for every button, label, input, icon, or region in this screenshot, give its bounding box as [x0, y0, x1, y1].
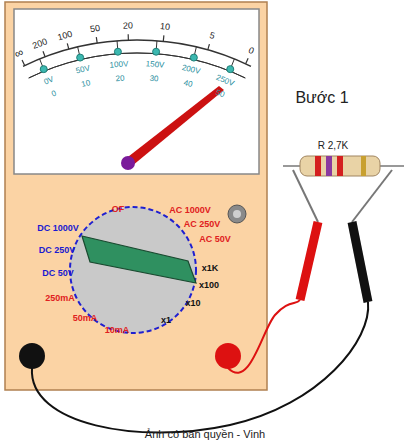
scale-dot [153, 48, 160, 55]
red-wire [228, 300, 300, 373]
black-probe [352, 222, 368, 302]
step-title: Bước 1 [295, 90, 348, 106]
switch-range-label: DC 50V [42, 269, 74, 278]
switch-range-label: x100 [199, 281, 219, 290]
ohm-scale-number: 10 [159, 22, 170, 32]
scale-dot [190, 54, 197, 61]
scale-arcs [22, 34, 251, 78]
meter-needle [124, 86, 224, 166]
com-jack [19, 343, 45, 369]
black-wire [32, 302, 368, 433]
switch-range-label: x1K [202, 264, 219, 273]
scale-tick [43, 51, 45, 57]
watermark: Ảnh có bản quyền - Vinh [145, 429, 265, 440]
scale-number: 20 [115, 74, 124, 83]
scale-dot [114, 48, 121, 55]
switch-range-label: 10mA [105, 326, 130, 335]
scale-dot [77, 54, 84, 61]
resistor-band [326, 156, 332, 176]
scale-tick [163, 35, 165, 41]
scale-tick [208, 44, 210, 50]
resistor-symbol [300, 156, 380, 176]
ohm-scale-number: 50 [89, 24, 100, 34]
scale-dot [227, 66, 234, 73]
scale-tick [67, 43, 69, 49]
switch-range-label: OF [112, 205, 125, 214]
volt-scale-label: 100V [109, 60, 128, 69]
red-probe-tip [293, 170, 318, 222]
adjust-screw [228, 205, 246, 223]
switch-range-label: 50mA [73, 314, 98, 323]
switch-range-label: x1 [161, 316, 171, 325]
scale-dot [40, 66, 47, 73]
switch-range-label: x10 [185, 299, 200, 308]
switch-range-label: DC 1000V [37, 224, 79, 233]
rotary-switch [70, 207, 196, 333]
resistor-band [315, 156, 321, 176]
switch-range-label: AC 250V [184, 220, 221, 229]
switch-range-label: AC 1000V [169, 206, 211, 215]
scale-arc [29, 53, 246, 78]
red-probe [300, 222, 318, 300]
scale-tick [96, 37, 98, 43]
switch-knob [82, 236, 196, 283]
switch-range-label: 250mA [45, 294, 75, 303]
scale-number: 30 [149, 74, 158, 83]
adjust-screw [233, 210, 241, 218]
resistor-band [361, 156, 366, 176]
plus-jack [215, 343, 241, 369]
meter-body [5, 2, 267, 390]
needle-pivot [121, 156, 135, 170]
display-window [14, 9, 259, 174]
resistor-label: R 2,7K [318, 141, 349, 151]
switch-range-label: AC 50V [199, 235, 231, 244]
black-probe-tip [352, 170, 392, 222]
scale-tick [246, 58, 249, 63]
ohm-scale-number: 20 [123, 21, 133, 30]
scale-tick [128, 34, 129, 40]
scale-tick [22, 60, 25, 65]
switch-range-label: DC 250V [39, 246, 76, 255]
volt-scale-label: 150V [145, 60, 164, 69]
scale-number: 40 [182, 79, 192, 89]
resistor-band [337, 156, 343, 176]
